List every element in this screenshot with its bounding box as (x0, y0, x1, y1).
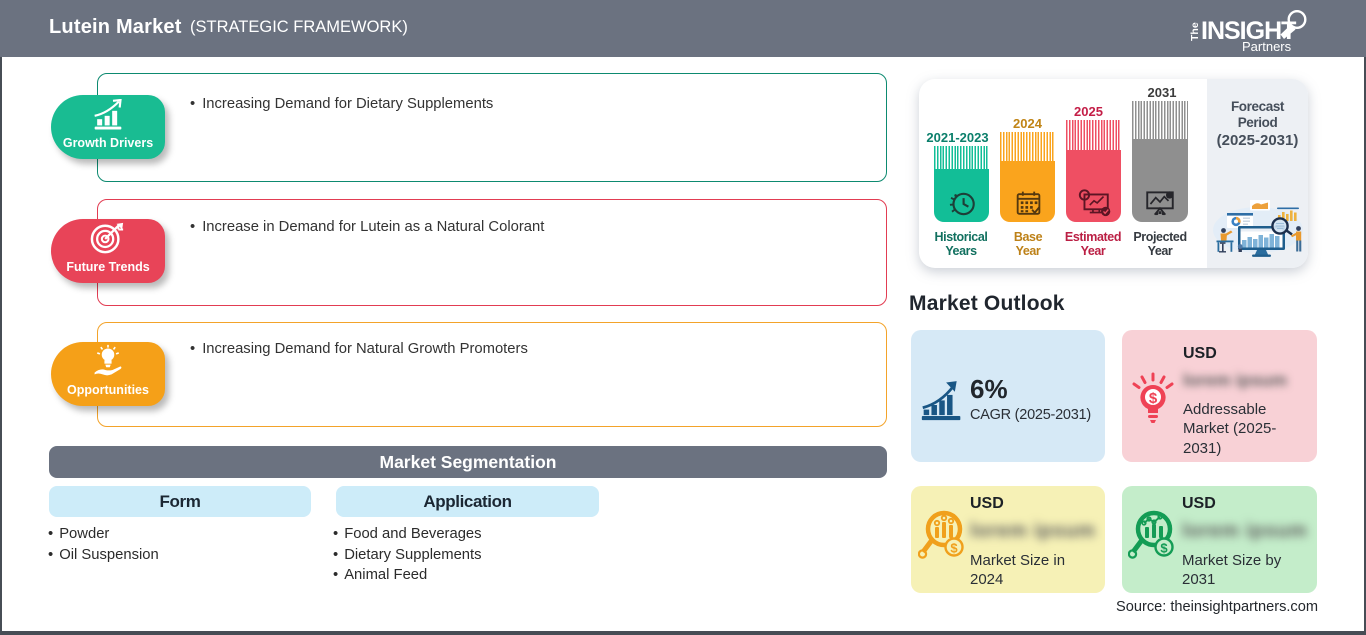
svg-text:$: $ (1160, 541, 1168, 556)
svg-text:INSIGHT: INSIGHT (1201, 17, 1296, 45)
svg-text:$: $ (950, 541, 958, 556)
svg-text:The: The (1189, 22, 1201, 41)
svg-text:$: $ (1149, 390, 1158, 407)
svg-text:Partners: Partners (1242, 39, 1292, 53)
